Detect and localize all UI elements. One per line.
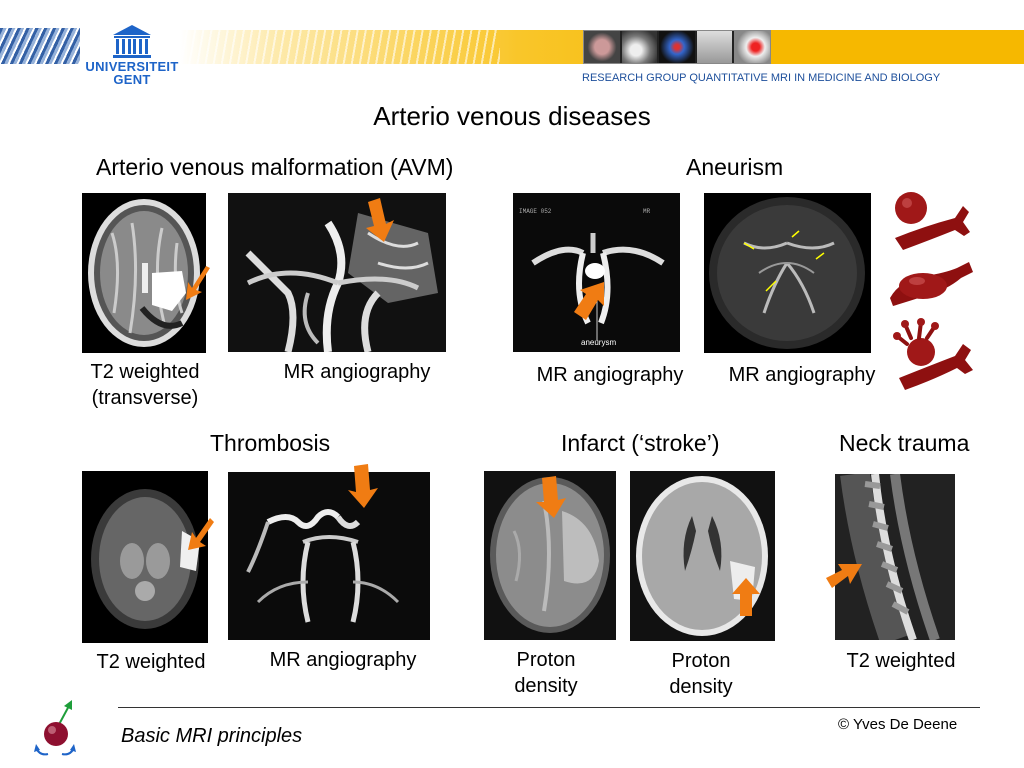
infarct-pd-image-1	[484, 471, 616, 640]
fusiform-aneurysm-icon	[890, 262, 973, 306]
thrombosis-t2-image	[82, 471, 208, 643]
thrombosis-caption-angiography: MR angiography	[269, 649, 417, 671]
aneurism-caption-1: MR angiography	[536, 364, 684, 386]
ruptured-aneurysm-icon	[893, 318, 973, 390]
thrombosis-angiography-image	[228, 472, 430, 640]
university-name-line2: GENT	[113, 72, 151, 87]
header-thumbnail-strip	[583, 30, 771, 64]
infarct-pd-image-2	[630, 471, 775, 641]
aneurism-angiography-image-1: IMAGE 052 MR aneurysm	[513, 193, 680, 352]
avm-angiography-image	[228, 193, 446, 352]
spin-logo-icon	[34, 700, 76, 756]
neck-trauma-arrow-icon	[826, 564, 862, 588]
neck-trauma-caption: T2 weighted	[846, 650, 956, 672]
infarct-caption-1-text: Proton density	[514, 649, 578, 697]
saccular-aneurysm-icon	[895, 192, 970, 250]
neck-trauma-heading: Neck trauma	[839, 430, 970, 456]
footer-course-title: Basic MRI principles	[121, 725, 303, 747]
avm-t2-arrow-icon	[186, 266, 210, 300]
avm-caption-t2-text: T2 weighted (transverse)	[90, 361, 200, 409]
infarct-arrow-1-icon	[536, 476, 566, 518]
avm-t2-image	[82, 193, 206, 353]
university-logo: UNIVERSITEIT GENT	[84, 24, 180, 94]
infarct-heading: Infarct (‘stroke’)	[561, 430, 720, 456]
avm-angiography-arrow-icon	[366, 198, 394, 242]
svg-text:MR: MR	[643, 208, 651, 215]
slide-title: Arterio venous diseases	[373, 101, 651, 131]
avm-heading: Arterio venous malformation (AVM)	[96, 154, 454, 180]
aneurysm-arrow-icon	[574, 282, 604, 320]
header-band-streak	[180, 30, 500, 64]
footer-divider	[118, 707, 980, 708]
aneurysm-image-label: aneurysm	[581, 338, 617, 347]
thrombosis-caption-t2: T2 weighted	[96, 651, 206, 673]
infarct-arrow-2-icon	[732, 578, 760, 616]
footer-copyright: © Yves De Deene	[838, 716, 958, 733]
university-building-icon	[113, 25, 151, 58]
aneurysm-types-illustration	[890, 192, 973, 390]
research-group-label: RESEARCH GROUP QUANTITATIVE MRI IN MEDIC…	[582, 72, 941, 84]
thrombosis-heading: Thrombosis	[210, 430, 331, 456]
aneurism-heading: Aneurism	[686, 154, 784, 180]
neck-trauma-t2-image	[835, 474, 955, 640]
aneurism-angiography-image-2	[704, 193, 871, 353]
infarct-caption-2: Proton density	[641, 648, 761, 700]
thrombosis-angiography-arrow-icon	[348, 464, 378, 508]
avm-caption-angiography: MR angiography	[283, 361, 431, 383]
aneurism-caption-2: MR angiography	[728, 364, 876, 386]
thrombosis-t2-arrow-icon	[188, 518, 214, 550]
avm-caption-t2: T2 weighted (transverse)	[80, 359, 210, 411]
infarct-caption-1: Proton density	[486, 647, 606, 699]
university-name-line1: UNIVERSITEIT	[85, 59, 179, 74]
svg-text:IMAGE 052: IMAGE 052	[519, 208, 552, 215]
infarct-caption-2-text: Proton density	[669, 650, 733, 698]
header-decoration-left	[0, 28, 80, 64]
